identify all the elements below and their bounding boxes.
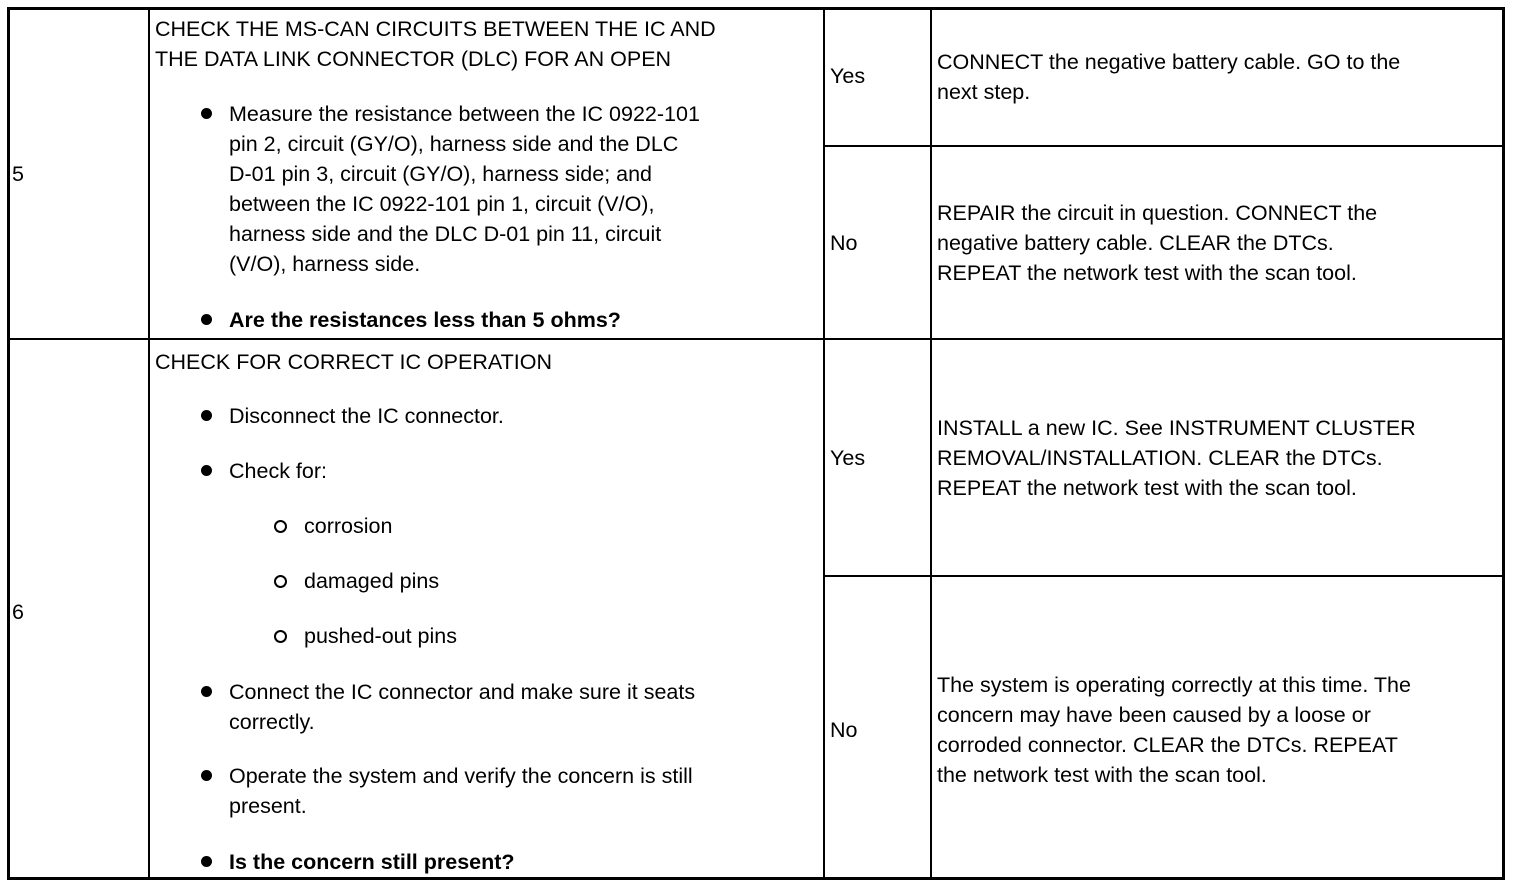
step-number: 5 (12, 162, 24, 186)
action-line: the network test with the scan tool. (937, 763, 1267, 787)
yes-action: CONNECT the negative battery cable. GO t… (937, 47, 1400, 107)
yes-no-divider-6 (823, 575, 1502, 577)
step-number: 6 (12, 600, 24, 624)
instruction-line: harness side and the DLC D-01 pin 11, ci… (229, 222, 662, 246)
bullet-icon (201, 856, 212, 867)
instruction-item: Connect the IC connector and make sure i… (229, 677, 695, 737)
action-line: negative battery cable. CLEAR the DTCs. (937, 231, 1334, 255)
question: Are the resistances less than 5 ohms? (229, 308, 621, 332)
action-line: CONNECT the negative battery cable. GO t… (937, 50, 1401, 74)
sub-bullet-icon (274, 575, 287, 588)
action-line: corroded connector. CLEAR the DTCs. REPE… (937, 733, 1398, 757)
no-action: The system is operating correctly at thi… (937, 670, 1411, 790)
instruction-item: Check for: (229, 459, 327, 483)
step-title: CHECK THE MS-CAN CIRCUITS BETWEEN THE IC… (155, 14, 716, 74)
bullet-icon (201, 314, 212, 325)
bullet-icon (201, 686, 212, 697)
instruction-line: between the IC 0922-101 pin 1, circuit (… (229, 192, 655, 216)
yes-label: Yes (830, 64, 866, 88)
instruction-item: Operate the system and verify the concer… (229, 761, 693, 821)
sub-bullet-icon (274, 630, 287, 643)
bullet-icon (201, 108, 212, 119)
action-line: next step. (937, 80, 1031, 104)
instruction-line: Connect the IC connector and make sure i… (229, 680, 696, 704)
step-title-line: THE DATA LINK CONNECTOR (DLC) FOR AN OPE… (155, 47, 672, 71)
action-line: concern may have been caused by a loose … (937, 703, 1371, 727)
instruction-line: Operate the system and verify the concer… (229, 764, 693, 788)
sub-item: damaged pins (304, 569, 440, 593)
diagnostic-table: 5 CHECK THE MS-CAN CIRCUITS BETWEEN THE … (7, 7, 1505, 880)
sub-item: corrosion (304, 514, 393, 538)
instruction-line: (V/O), harness side. (229, 252, 421, 276)
bullet-icon (201, 770, 212, 781)
yes-label: Yes (830, 446, 866, 470)
instruction-line: Measure the resistance between the IC 09… (229, 102, 700, 126)
question: Is the concern still present? (229, 850, 515, 874)
no-action: REPAIR the circuit in question. CONNECT … (937, 198, 1377, 288)
step-title: CHECK FOR CORRECT IC OPERATION (155, 350, 552, 374)
yes-action: INSTALL a new IC. See INSTRUMENT CLUSTER… (937, 413, 1416, 503)
column-divider-action (823, 10, 825, 877)
no-label: No (830, 718, 858, 742)
instruction-line: present. (229, 794, 307, 818)
instruction-item: Measure the resistance between the IC 09… (229, 99, 700, 279)
column-divider-result (930, 10, 932, 877)
bullet-icon (201, 410, 212, 421)
bullet-icon (201, 465, 212, 476)
action-line: The system is operating correctly at thi… (937, 673, 1411, 697)
yes-no-divider-5 (823, 145, 1502, 147)
sub-item: pushed-out pins (304, 624, 457, 648)
row-divider (10, 338, 1502, 340)
action-line: REMOVAL/INSTALLATION. CLEAR the DTCs. (937, 446, 1383, 470)
action-line: INSTALL a new IC. See INSTRUMENT CLUSTER (937, 416, 1416, 440)
instruction-line: pin 2, circuit (GY/O), harness side and … (229, 132, 679, 156)
action-line: REPEAT the network test with the scan to… (937, 261, 1357, 285)
column-divider-step (148, 10, 150, 877)
action-line: REPAIR the circuit in question. CONNECT … (937, 201, 1378, 225)
action-line: REPEAT the network test with the scan to… (937, 476, 1357, 500)
instruction-line: D-01 pin 3, circuit (GY/O), harness side… (229, 162, 653, 186)
instruction-line: correctly. (229, 710, 315, 734)
no-label: No (830, 231, 858, 255)
instruction-item: Disconnect the IC connector. (229, 404, 504, 428)
sub-bullet-icon (274, 520, 287, 533)
step-title-line: CHECK THE MS-CAN CIRCUITS BETWEEN THE IC… (155, 17, 716, 41)
